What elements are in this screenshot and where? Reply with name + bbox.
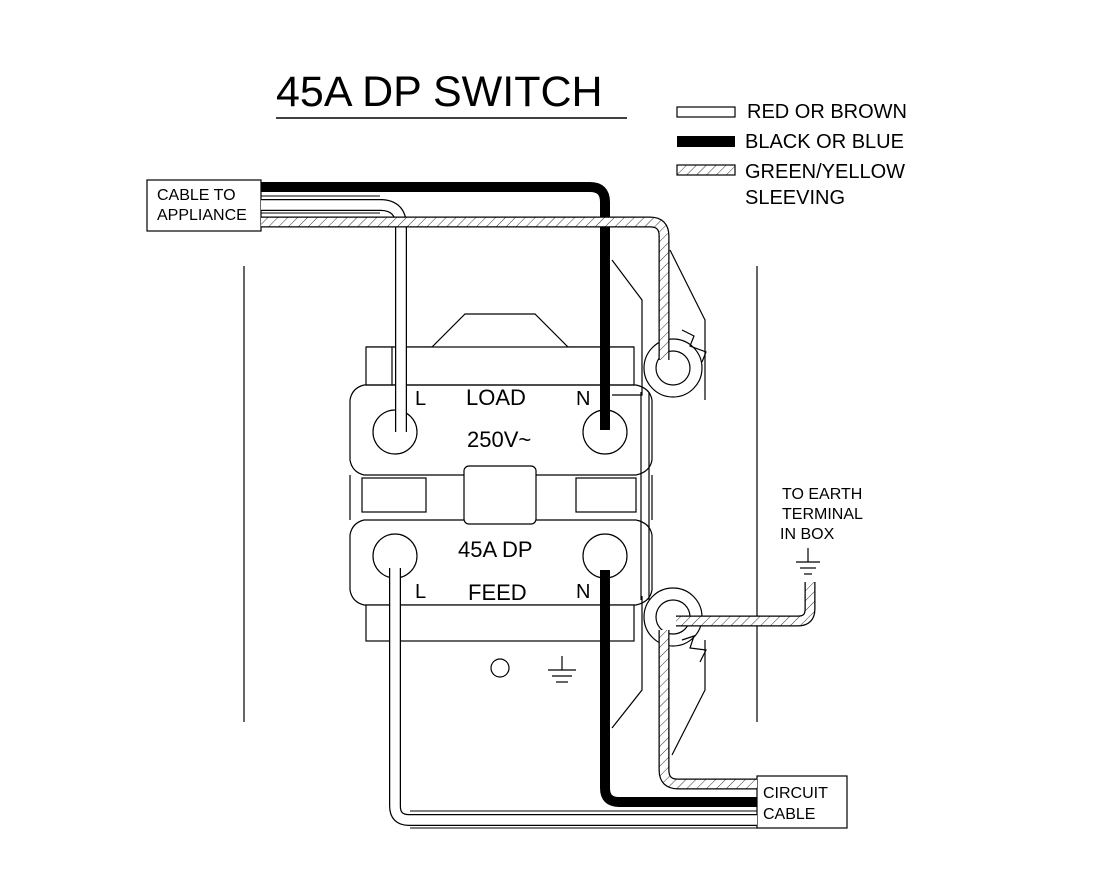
legend-swatch-green-yellow — [676, 164, 736, 176]
earth-note: TO EARTH TERMINAL IN BOX — [780, 486, 863, 543]
earth-wire-appliance — [261, 216, 670, 360]
fixing-hole-icon — [490, 658, 510, 678]
neutral-wire-load — [261, 182, 610, 430]
feed-live-letter: L — [415, 581, 426, 603]
earth-note-line2: TERMINAL — [782, 506, 863, 523]
earth-symbol-icon — [548, 656, 576, 683]
cable-to-appliance-line2: APPLIANCE — [157, 207, 247, 224]
earth-wire-to-box — [676, 582, 816, 627]
box-earth-symbol-icon — [796, 548, 820, 575]
legend-label-sleeving: SLEEVING — [745, 187, 845, 209]
circuit-cable-line2: CABLE — [763, 806, 815, 823]
load-live-letter: L — [415, 388, 426, 410]
legend-swatch-black-blue — [677, 136, 735, 147]
load-label: LOAD — [466, 385, 526, 410]
earth-wire-circuit — [658, 630, 757, 790]
feed-label: FEED — [468, 580, 527, 605]
rocker-button — [463, 465, 537, 525]
earth-note-line1: TO EARTH — [782, 486, 862, 503]
legend-swatch-red-brown — [676, 106, 736, 118]
legend-label-green-yellow: GREEN/YELLOW — [745, 161, 905, 183]
neutral-wire-feed — [600, 570, 757, 807]
cable-to-appliance-line1: CABLE TO — [157, 187, 236, 204]
feed-neutral-letter: N — [576, 581, 590, 603]
live-wire-feed — [389, 568, 757, 826]
load-neutral-letter: N — [576, 388, 590, 410]
rating-label: 45A DP — [458, 537, 533, 562]
circuit-cable-label: CIRCUIT CABLE — [756, 775, 848, 829]
voltage-label: 250V~ — [467, 427, 531, 452]
diagram-title: 45A DP SWITCH — [276, 68, 603, 116]
earth-note-line3: IN BOX — [780, 526, 835, 543]
legend-label-red-brown: RED OR BROWN — [747, 101, 907, 123]
circuit-cable-line1: CIRCUIT — [763, 785, 828, 802]
live-wire-load — [261, 199, 407, 432]
cable-to-appliance-label: CABLE TO APPLIANCE — [146, 179, 262, 232]
switch-body — [349, 313, 653, 678]
legend: RED OR BROWN BLACK OR BLUE GREEN/YELLOW … — [676, 101, 907, 209]
legend-label-black-blue: BLACK OR BLUE — [745, 131, 904, 153]
